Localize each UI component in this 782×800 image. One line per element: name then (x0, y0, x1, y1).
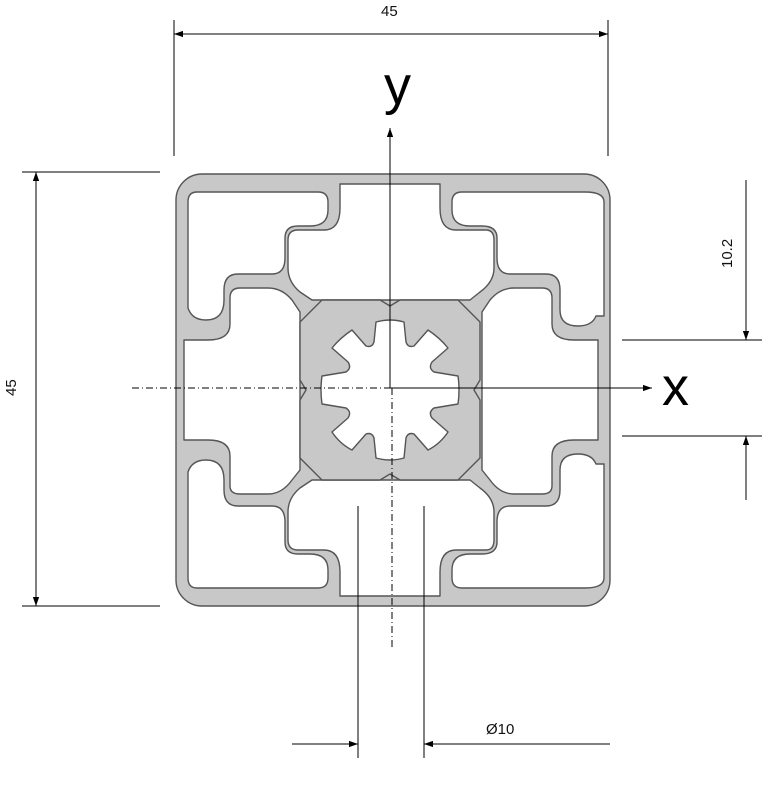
dimension-width: 45 (173, 3, 609, 156)
slot-right (481, 287, 599, 495)
y-axis-label: y (384, 56, 411, 116)
slot-offset-label: 10.2 (719, 239, 736, 268)
central-bore (320, 319, 460, 461)
dimension-height: 45 (3, 171, 160, 607)
height-label: 45 (3, 379, 20, 396)
chamber-bottom-left (187, 459, 329, 589)
slot-top (287, 183, 495, 301)
aluminium-profile (175, 173, 611, 607)
width-label: 45 (381, 3, 398, 20)
slot-bottom (287, 479, 495, 597)
dimension-bore: Ø10 (292, 506, 610, 758)
coordinate-axes: x y (132, 56, 689, 648)
x-axis-label: x (662, 357, 689, 417)
chamber-top-right (451, 191, 605, 327)
chamber-top-left (187, 191, 329, 321)
bore-label: Ø10 (486, 721, 514, 738)
chamber-bottom-right (451, 453, 605, 589)
slot-left (183, 287, 301, 495)
dimension-slot-offset: 10.2 (622, 180, 762, 500)
